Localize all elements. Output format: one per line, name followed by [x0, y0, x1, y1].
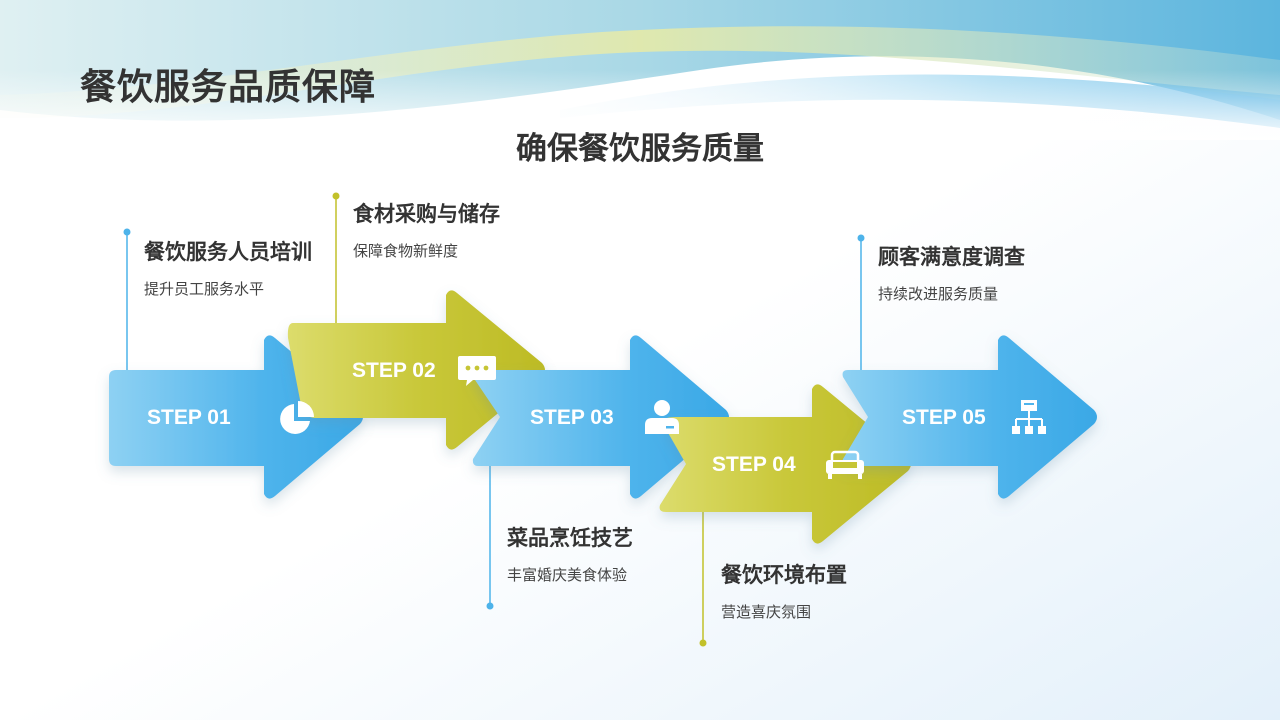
chat-icon — [458, 356, 496, 386]
step-2-title: 食材采购与储存 — [353, 202, 500, 226]
step-2-arrow — [287, 290, 545, 450]
step-1-desc: 提升员工服务水平 — [144, 280, 265, 298]
step-4-callout: 餐饮环境布置 营造喜庆氛围 — [721, 559, 847, 622]
step-3-label: STEP 03 — [530, 406, 614, 429]
step-5-callout: 顾客满意度调查 持续改进服务质量 — [878, 241, 1025, 304]
step-4-title: 餐饮环境布置 — [721, 563, 847, 587]
step-1-title: 餐饮服务人员培训 — [144, 240, 312, 264]
step-3-title: 菜品烹饪技艺 — [507, 526, 633, 550]
step-4-connector — [699, 510, 707, 647]
pie-chart-icon — [280, 401, 314, 434]
step-1-callout: 餐饮服务人员培训 提升员工服务水平 — [144, 236, 312, 299]
step-3-desc: 丰富婚庆美食体验 — [507, 566, 628, 584]
step-3-callout: 菜品烹饪技艺 丰富婚庆美食体验 — [507, 522, 633, 585]
step-5-connector — [857, 234, 865, 372]
step-4-desc: 营造喜庆氛围 — [721, 603, 812, 621]
step-3-connector — [486, 462, 494, 610]
step-2-desc: 保障食物新鲜度 — [353, 242, 459, 260]
step-5-arrow — [842, 335, 1097, 499]
step-5-label: STEP 05 — [902, 406, 986, 429]
step-1-connector — [123, 228, 131, 370]
step-5-title: 顾客满意度调查 — [878, 245, 1025, 269]
sofa-icon — [826, 450, 864, 479]
page-title: 餐饮服务品质保障 — [80, 67, 377, 108]
user-icon — [645, 400, 679, 434]
step-4-arrow — [659, 384, 911, 544]
org-chart-icon — [1012, 400, 1046, 434]
diagram-subtitle: 确保餐饮服务质量 — [516, 131, 764, 167]
step-3-arrow — [472, 335, 729, 499]
step-2-label: STEP 02 — [352, 359, 436, 382]
step-4-label: STEP 04 — [712, 453, 796, 476]
step-5-desc: 持续改进服务质量 — [878, 285, 999, 303]
step-1-label: STEP 01 — [147, 406, 231, 429]
step-2-callout: 食材采购与储存 保障食物新鲜度 — [353, 198, 500, 261]
step-2-connector — [332, 192, 340, 325]
